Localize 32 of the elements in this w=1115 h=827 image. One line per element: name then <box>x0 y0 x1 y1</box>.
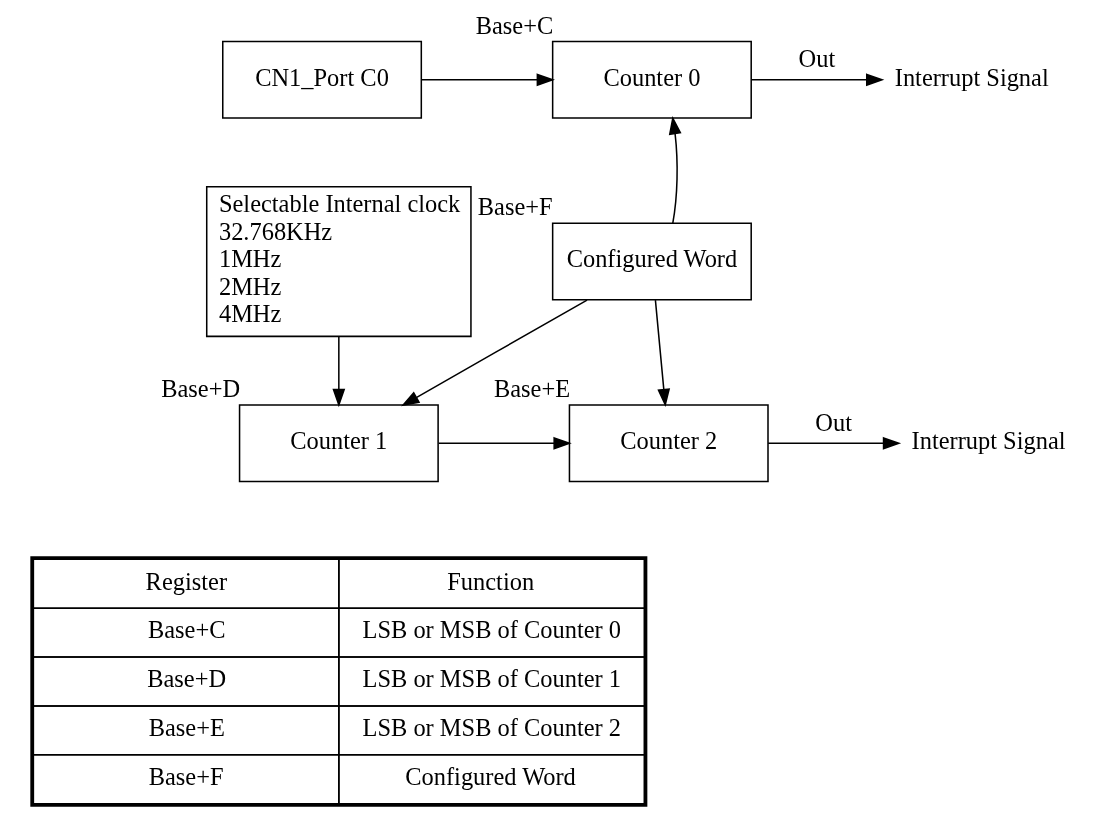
node-box: Selectable Internal clock 32.768KHz 1MHz 2MHz 4MHz <box>205 185 472 338</box>
arrow <box>331 336 345 408</box>
node-label: Base+E <box>493 375 570 403</box>
arrow <box>400 299 588 407</box>
node-box: Counter 1 <box>238 404 439 483</box>
arrow <box>420 73 555 87</box>
label: LSB or MSB of Counter 1 <box>362 665 621 693</box>
node-box: Counter 0 <box>551 40 752 119</box>
node-label: Base+F <box>477 193 553 221</box>
label: Base+D <box>146 665 226 693</box>
arrow <box>750 73 884 87</box>
arrow <box>668 116 682 224</box>
edge-label: Out <box>798 45 835 73</box>
node-text: Interrupt Signal <box>911 427 1066 455</box>
label: Base+C <box>147 616 225 644</box>
arrow <box>654 299 670 408</box>
node-label: Base+D <box>160 375 240 403</box>
label: Base+E <box>148 714 225 742</box>
node-box: CN1_Port C0 <box>221 40 422 119</box>
label: Configured Word <box>404 763 576 791</box>
label: Function <box>446 567 534 595</box>
edge-label: Out <box>814 408 852 436</box>
arrow <box>766 436 901 450</box>
node-text: Interrupt Signal <box>894 63 1049 91</box>
label: Register <box>145 567 227 595</box>
arrow <box>437 436 572 450</box>
node-box: Configured Word <box>551 222 752 301</box>
label: LSB or MSB of Counter 2 <box>362 714 621 742</box>
label: LSB or MSB of Counter 0 <box>362 616 621 644</box>
node-label: Base+C <box>475 11 553 39</box>
node-box: Counter 2 <box>568 404 769 483</box>
label: Base+F <box>148 763 224 791</box>
